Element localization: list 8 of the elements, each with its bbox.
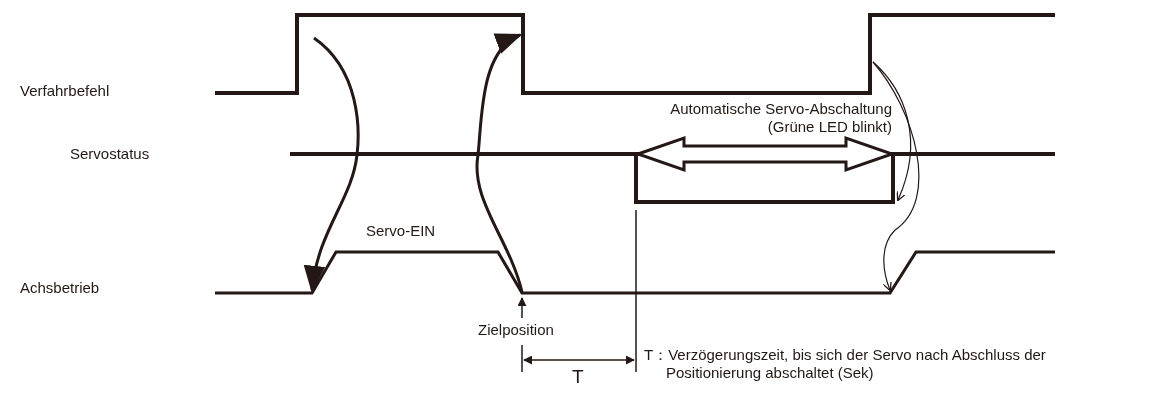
signal-name: Achsbetrieb [20,279,100,297]
signal-name: Verfahrbefehl [20,82,110,100]
signal-name: Servostatus [70,145,150,163]
note: T：Verzögerungszeit, bis sich der Servo nach Abschluss der Positionierung abschaltet (Sek) [644,346,1046,382]
annotation: Automatische Servo-Abschaltung (Grüne LED blinkt) [669,100,892,136]
dimension-label: T [572,368,584,386]
annotation: Servo-EIN [366,222,436,240]
annotation: Zielposition [478,321,554,339]
